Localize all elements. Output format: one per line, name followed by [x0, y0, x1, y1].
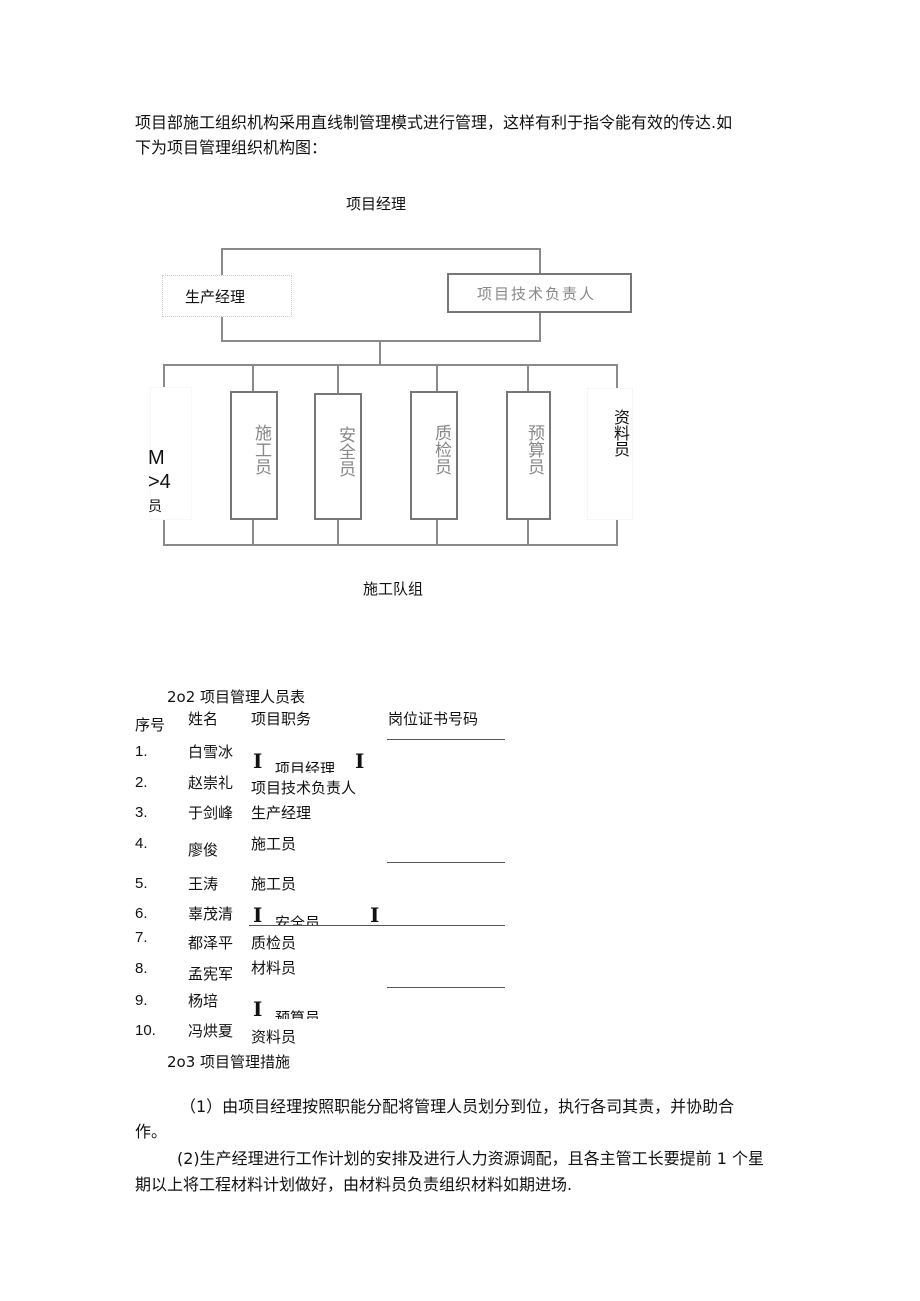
row-name: 赵崇礼	[188, 774, 234, 792]
row-name: 辜茂清	[188, 905, 234, 923]
header-name: 姓名	[188, 710, 219, 728]
header-cert: 岗位证书号码	[388, 710, 479, 728]
row-name: 孟宪军	[188, 965, 234, 983]
row-role: 施工员	[251, 875, 297, 893]
cursor-mark: I	[253, 903, 263, 927]
row-no: 5.	[135, 875, 148, 892]
org-node-workers	[150, 387, 192, 520]
header-role: 项目职务	[251, 710, 312, 728]
row-role: 项目经理	[275, 760, 336, 773]
connector	[163, 364, 618, 366]
node-label: 项目技术负责人	[477, 285, 597, 303]
row-no: 7.	[135, 929, 148, 946]
row-role: 资料员	[251, 1028, 297, 1046]
row-no: 10.	[135, 1022, 156, 1039]
org-node-construction: 施工员	[230, 391, 278, 520]
org-top-label: 项目经理	[346, 195, 407, 213]
measure-1-line-2: 作。	[135, 1122, 168, 1141]
measure-2-line-2: 期以上将工程材料计划做好，由材料员负责组织材料如期进场.	[135, 1175, 573, 1194]
connector	[379, 342, 381, 366]
row-no: 1.	[135, 743, 148, 760]
row-role: 项目技术负责人	[251, 779, 357, 797]
node-label: 质检员	[431, 423, 451, 475]
row-no: 4.	[135, 835, 148, 852]
header-no: 序号	[135, 716, 166, 734]
intro-line-2: 下为项目管理组织机构图：	[135, 138, 328, 157]
cert-underline	[249, 925, 505, 926]
node-label: 施工员	[251, 423, 271, 475]
connector	[221, 248, 541, 250]
cert-underline	[387, 739, 505, 740]
left-label-m: M	[148, 447, 165, 469]
cursor-mark: I	[370, 903, 380, 927]
connector	[163, 544, 618, 546]
measure-1-line-1: （1）由项目经理按照职能分配将管理人员划分到位，执行各司其责，并协助合	[180, 1097, 735, 1116]
row-role: 生产经理	[251, 804, 312, 822]
row-name: 廖俊	[188, 841, 219, 859]
row-name: 于剑峰	[188, 804, 234, 822]
node-label: 预算员	[524, 423, 544, 475]
org-node-budget: 预算员	[506, 391, 551, 520]
row-role: 施工员	[251, 835, 297, 853]
left-label-staff: 员	[148, 499, 162, 515]
connector	[221, 340, 541, 342]
measure-2-line-1: (2)生产经理进行工作计划的安排及进行人力资源调配，且各主管工长要提前 1 个星	[177, 1149, 765, 1168]
row-role: 预算员	[275, 1009, 321, 1019]
connector	[163, 520, 165, 545]
intro-line-1: 项目部施工组织机构采用直线制管理模式进行管理，这样有利于指令能有效的传达.如	[135, 113, 733, 132]
node-label: 安全员	[335, 425, 355, 477]
row-name: 杨培	[188, 992, 219, 1010]
cursor-mark: I	[253, 749, 263, 773]
cert-underline	[387, 862, 505, 863]
left-label-gt4: >4	[148, 471, 171, 493]
table-title: 2o2 项目管理人员表	[167, 688, 306, 706]
row-name: 王涛	[188, 875, 219, 893]
node-label: 资料员	[611, 409, 630, 457]
row-role: 材料员	[251, 959, 297, 977]
row-no: 3.	[135, 804, 148, 821]
org-node-safety: 安全员	[314, 393, 362, 520]
row-no: 2.	[135, 774, 148, 791]
org-node-technical-lead: 项目技术负责人	[447, 273, 632, 313]
row-name: 都泽平	[188, 934, 234, 952]
org-node-production-manager: 生产经理	[162, 275, 292, 317]
row-name: 冯烘夏	[188, 1022, 234, 1040]
connector	[163, 364, 165, 389]
row-no: 8.	[135, 960, 148, 977]
cursor-mark: I	[355, 749, 365, 773]
org-node-quality: 质检员	[410, 391, 458, 520]
row-role: 安全员	[275, 914, 321, 925]
row-role: 质检员	[251, 934, 297, 952]
node-label: 生产经理	[185, 288, 246, 306]
cursor-mark: I	[253, 997, 263, 1021]
measures-title: 2o3 项目管理措施	[167, 1053, 291, 1071]
row-name: 白雪冰	[188, 743, 234, 761]
row-no: 6.	[135, 905, 148, 922]
org-bottom-label: 施工队组	[363, 580, 424, 598]
org-node-documents: 资料员	[587, 388, 633, 520]
cert-underline	[387, 987, 505, 988]
row-no: 9.	[135, 992, 148, 1009]
